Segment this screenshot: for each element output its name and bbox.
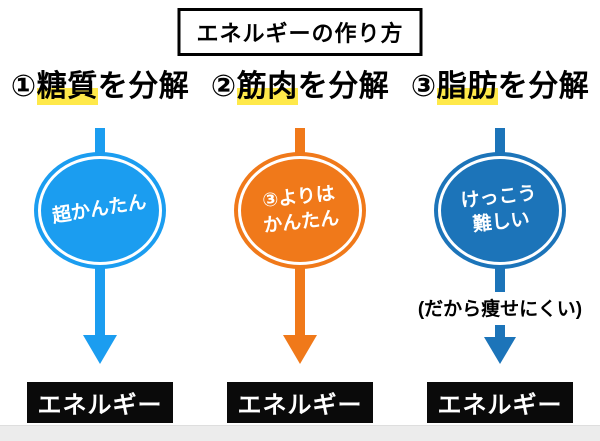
result-box-muscle: エネルギー: [227, 382, 373, 423]
diagram-fat: けっこう難しい (だから痩せにくい): [400, 128, 600, 368]
heading-suffix: を分解: [97, 70, 190, 103]
heading-muscle: ②筋肉を分解: [200, 64, 400, 112]
heading-keyword-highlighted: 筋肉: [236, 70, 298, 105]
heading-suffix: を分解: [497, 70, 590, 103]
circle-label: けっこう難しい: [460, 182, 541, 239]
result-box-fat: エネルギー: [427, 382, 573, 423]
page-title: エネルギーの作り方: [196, 21, 404, 46]
column-fat: ③脂肪を分解 けっこう難しい (だから痩せにくい) エネルギー: [400, 64, 600, 441]
title-box: エネルギーの作り方: [177, 8, 423, 56]
column-muscle: ②筋肉を分解 ③よりはかんたん エネルギー: [200, 64, 400, 441]
result-label: エネルギー: [237, 392, 363, 419]
difficulty-circle-muscle: ③よりはかんたん: [234, 152, 366, 269]
column-carbohydrate: ①糖質を分解 超かんたん エネルギー: [0, 64, 200, 441]
circle-label: 超かんたん: [51, 191, 149, 230]
circle-label-line1: ③よりは: [261, 183, 336, 212]
result-label: エネルギー: [437, 392, 563, 419]
heading-number: ①: [10, 70, 37, 103]
heading-number: ②: [210, 70, 237, 103]
diagram-carbohydrate: 超かんたん: [0, 128, 200, 368]
circle-label-line2: 難しい: [471, 208, 531, 236]
circle-label-line1: 超かんたん: [51, 191, 149, 228]
heading-suffix: を分解: [297, 70, 390, 103]
arrow-down-icon: [83, 335, 117, 364]
circle-label: ③よりはかんたん: [260, 182, 341, 239]
heading-number: ③: [410, 70, 437, 103]
circle-label-line2: かんたん: [262, 207, 341, 237]
heading-keyword-highlighted: 脂肪: [436, 70, 498, 105]
note-hard-to-lose-weight: (だから痩せにくい): [417, 299, 583, 320]
diagram-muscle: ③よりはかんたん: [200, 128, 400, 368]
heading-keyword-highlighted: 糖質: [36, 70, 98, 105]
arrow-down-icon: [283, 335, 317, 364]
columns-row: ①糖質を分解 超かんたん エネルギー ②筋肉を分解 ③よりはかんたん: [0, 64, 600, 441]
arrow-down-icon: [484, 337, 516, 364]
circle-label-line1: けっこう: [459, 182, 538, 212]
result-label: エネルギー: [37, 392, 163, 419]
difficulty-circle-carbohydrate: 超かんたん: [34, 152, 166, 269]
footer-strip: [0, 425, 600, 441]
heading-carbohydrate: ①糖質を分解: [0, 64, 200, 112]
heading-fat: ③脂肪を分解: [400, 64, 600, 112]
result-box-carbohydrate: エネルギー: [27, 382, 173, 423]
arrow-stem-stub: [495, 325, 505, 339]
difficulty-circle-fat: けっこう難しい: [434, 152, 566, 269]
